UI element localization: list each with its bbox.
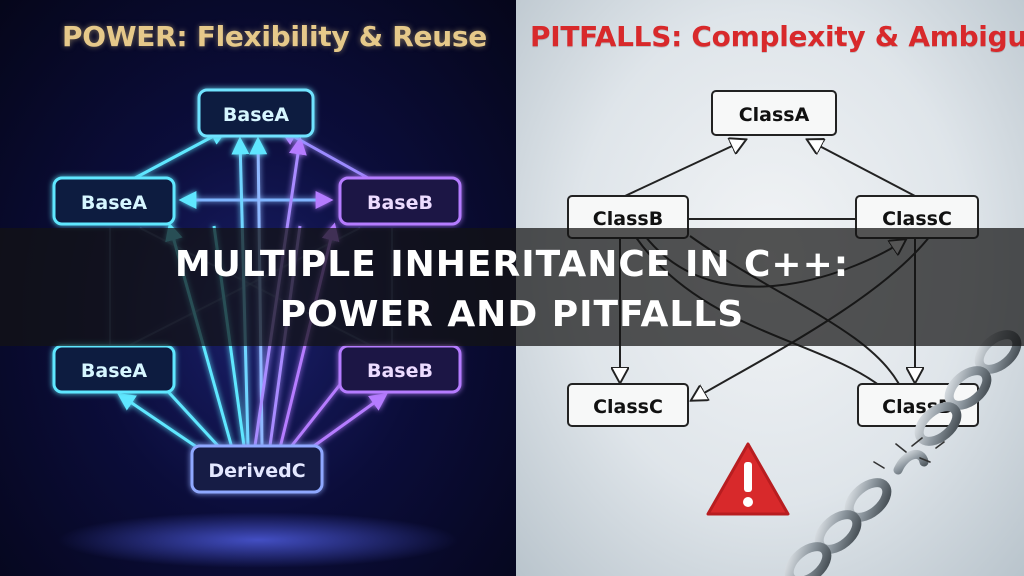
- node-class-b: ClassB: [567, 195, 689, 239]
- svg-text:BaseB: BaseB: [367, 360, 433, 382]
- pitfalls-title: PITFALLS: Complexity & Ambiguity: [530, 20, 1024, 53]
- node-base-a-low: BaseA: [52, 344, 176, 394]
- node-base-a-mid: BaseA: [52, 176, 176, 226]
- node-base-b-mid: BaseB: [338, 176, 462, 226]
- svg-text:ClassC: ClassC: [593, 396, 663, 418]
- node-derived-c: DerivedC: [190, 444, 324, 494]
- broken-chain-icon: [784, 330, 1022, 576]
- node-base-b-low: BaseB: [338, 344, 462, 394]
- power-title: POWER: Flexibility & Reuse: [62, 20, 487, 53]
- node-class-c-low: ClassC: [567, 383, 689, 427]
- svg-text:BaseB: BaseB: [367, 192, 433, 214]
- banner-title-line-2: POWER AND PITFALLS: [279, 294, 745, 335]
- floor-glow: [58, 512, 458, 568]
- svg-text:BaseA: BaseA: [81, 192, 147, 214]
- svg-text:ClassB: ClassB: [593, 208, 663, 230]
- node-class-c-mid: ClassC: [855, 195, 979, 239]
- svg-text:DerivedC: DerivedC: [208, 460, 305, 482]
- svg-text:BaseA: BaseA: [81, 360, 147, 382]
- banner-title-line-1: MULTIPLE INHERITANCE IN C++:: [174, 244, 850, 285]
- node-base-a-top: BaseA: [197, 88, 315, 138]
- svg-text:ClassA: ClassA: [739, 104, 810, 126]
- power-nodes: BaseA BaseA BaseB BaseA BaseB DerivedC: [52, 88, 462, 494]
- node-class-a: ClassA: [711, 90, 837, 136]
- svg-text:BaseA: BaseA: [223, 104, 289, 126]
- title-banner: [0, 228, 1024, 346]
- svg-text:ClassC: ClassC: [882, 208, 952, 230]
- warning-triangle-icon: [706, 442, 790, 516]
